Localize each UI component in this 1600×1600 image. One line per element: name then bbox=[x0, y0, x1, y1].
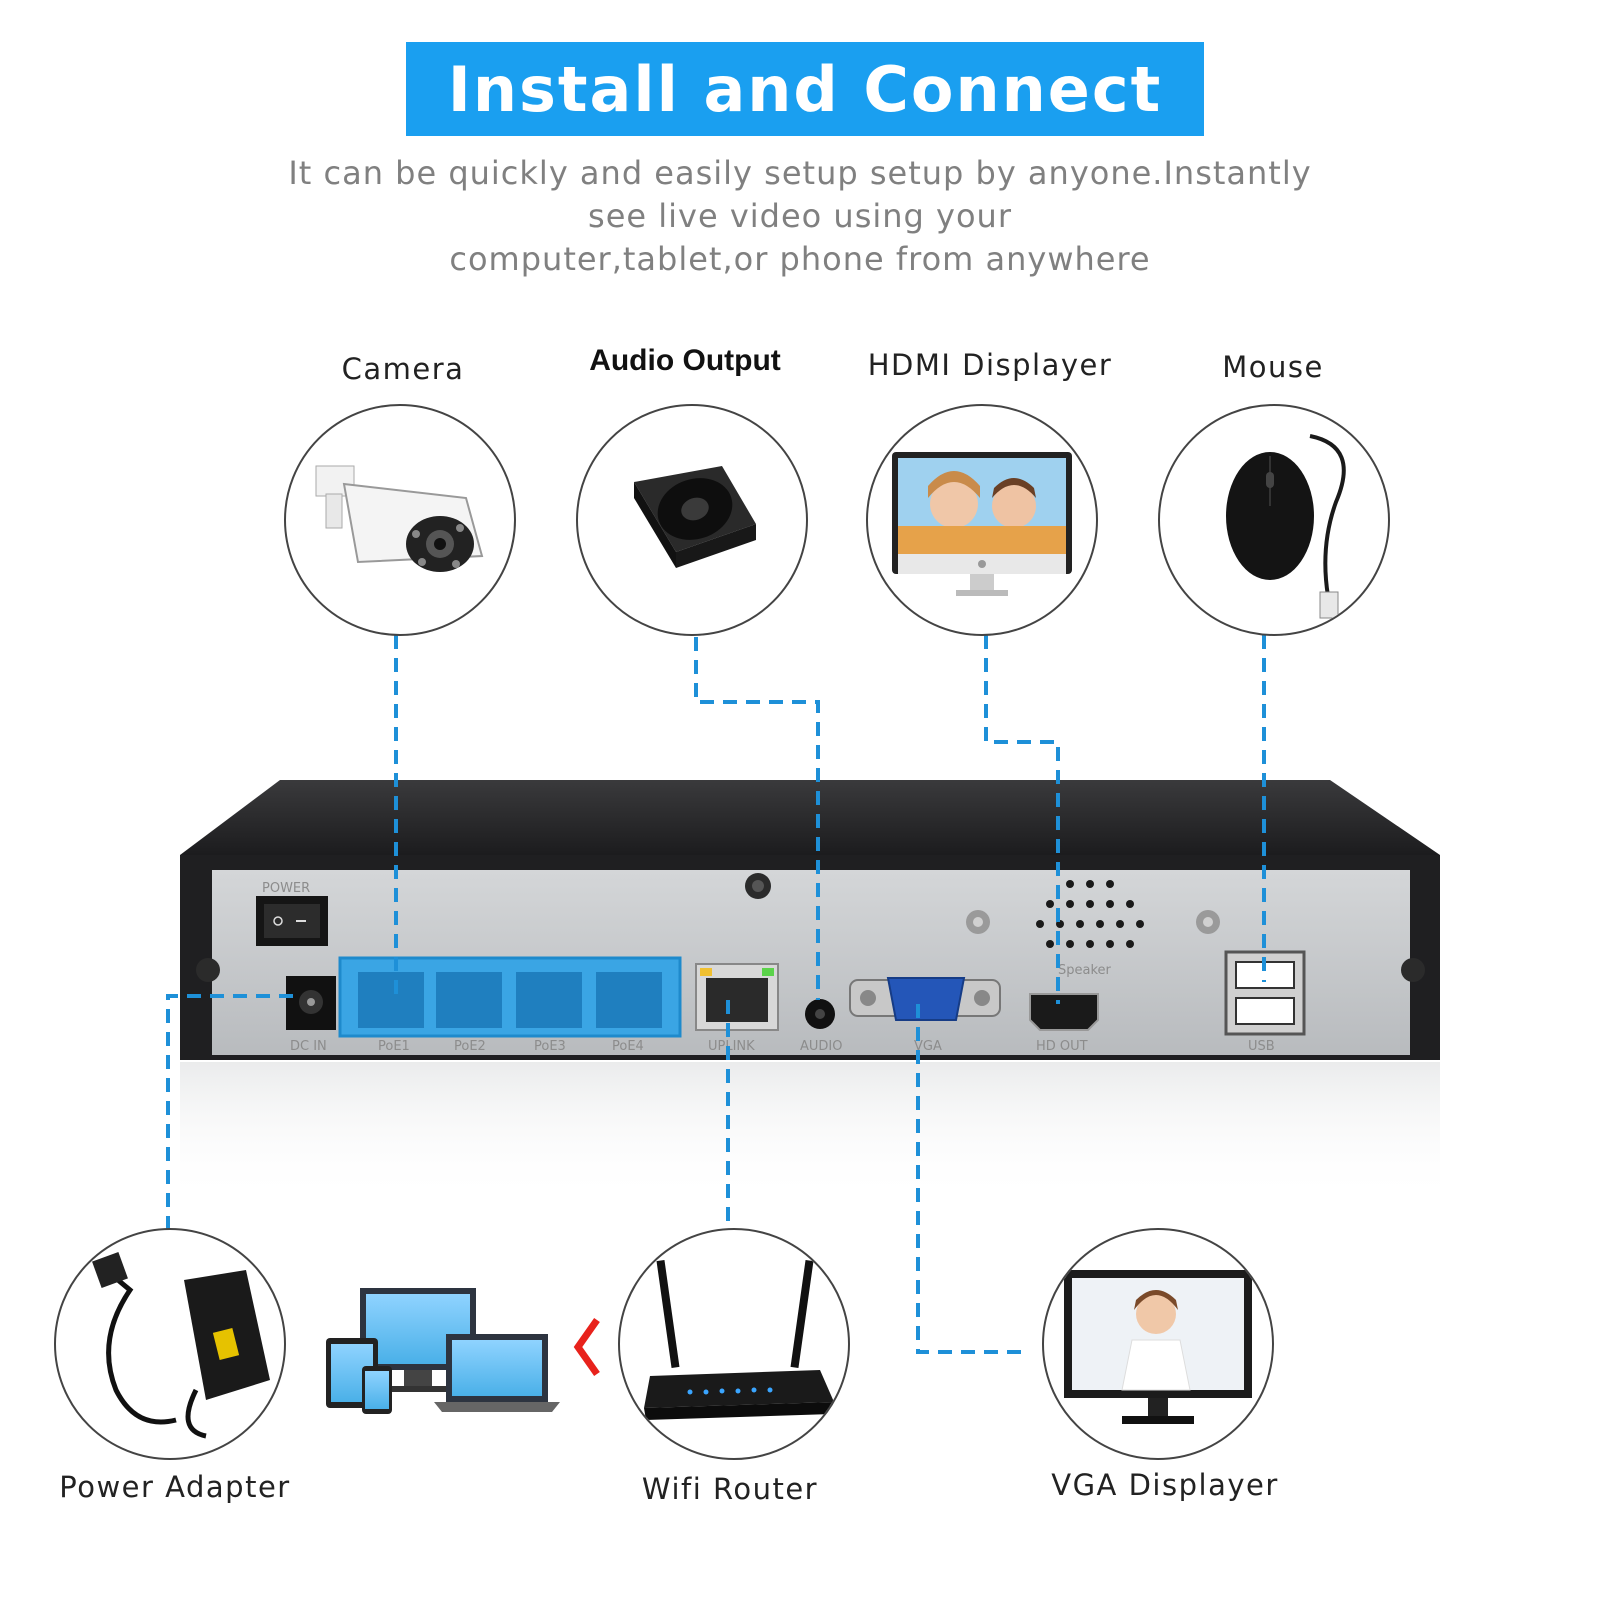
page-title: Install and Connect bbox=[447, 52, 1163, 126]
title-banner: Install and Connect bbox=[406, 42, 1204, 136]
hdmi-displayer-label: HDMI Displayer bbox=[867, 348, 1113, 382]
vga-text: VGA bbox=[914, 1039, 942, 1054]
speaker-icon bbox=[634, 466, 756, 568]
chevron-left-icon bbox=[573, 1317, 600, 1377]
mouse-icon bbox=[1226, 434, 1346, 619]
audio-output-circle bbox=[576, 404, 808, 636]
hdmi-displayer-circle bbox=[866, 404, 1098, 636]
monitor-icon bbox=[892, 452, 1072, 596]
audio-connector bbox=[694, 637, 820, 1000]
vga-port bbox=[886, 977, 966, 1021]
audio-text: AUDIO bbox=[800, 1039, 843, 1054]
camera-circle bbox=[284, 404, 516, 636]
camera-label: Camera bbox=[341, 352, 465, 386]
vga-displayer-circle bbox=[1042, 1228, 1274, 1460]
speaker-text: Speaker bbox=[1058, 963, 1112, 978]
power-adapter-circle bbox=[54, 1228, 286, 1460]
mouse-circle bbox=[1158, 404, 1390, 636]
vga-displayer-label: VGA Displayer bbox=[1051, 1468, 1279, 1502]
connector-lines bbox=[166, 635, 1266, 1354]
subtitle-line-2: see live video using your bbox=[588, 197, 1012, 235]
power-connector bbox=[166, 994, 300, 1230]
poe4-text: PoE4 bbox=[612, 1039, 644, 1054]
usb-text: USB bbox=[1248, 1039, 1275, 1054]
client-devices bbox=[326, 1288, 560, 1414]
poe2-text: PoE2 bbox=[454, 1039, 486, 1054]
power-adapter-icon bbox=[92, 1252, 270, 1439]
dc-in-text: DC IN bbox=[290, 1039, 327, 1054]
audio-output-label: Audio Output bbox=[589, 344, 781, 377]
power-text: POWER bbox=[262, 881, 310, 896]
mouse-label: Mouse bbox=[1222, 350, 1324, 384]
speaker-grille bbox=[1036, 880, 1144, 948]
router-icon bbox=[644, 1259, 834, 1420]
vga-connector bbox=[916, 1004, 1030, 1354]
wifi-router-circle bbox=[618, 1228, 850, 1460]
camera-icon bbox=[315, 465, 484, 572]
hdmi-connector bbox=[984, 635, 1060, 1004]
subtitle-line-1: It can be quickly and easily setup setup… bbox=[288, 154, 1312, 192]
power-adapter-label: Power Adapter bbox=[59, 1470, 291, 1504]
wifi-router-label: Wifi Router bbox=[641, 1472, 819, 1506]
vga-monitor-icon bbox=[1064, 1270, 1252, 1424]
subtitle-line-3: computer,tablet,or phone from anywhere bbox=[449, 240, 1151, 278]
subtitle: It can be quickly and easily setup setup… bbox=[180, 152, 1420, 281]
hdmi-port bbox=[1029, 993, 1099, 1031]
poe1-text: PoE1 bbox=[378, 1039, 410, 1054]
nvr-device: POWER DC IN PoE1 PoE2 PoE3 PoE4 UPLINK A… bbox=[180, 780, 1440, 1202]
hd-out-text: HD OUT bbox=[1036, 1039, 1088, 1054]
poe3-text: PoE3 bbox=[534, 1039, 566, 1054]
uplink-text: UPLINK bbox=[708, 1039, 755, 1054]
